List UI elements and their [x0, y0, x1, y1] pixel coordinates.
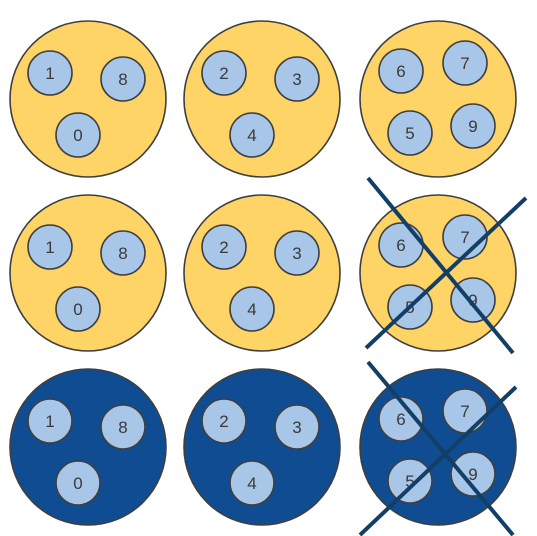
item-circle — [274, 404, 320, 450]
cross-line — [358, 385, 518, 536]
item-number: 9 — [468, 291, 477, 310]
group-r3-c3: 6 7 5 9 — [358, 360, 518, 536]
item-number: 1 — [45, 238, 54, 257]
item-circle — [100, 56, 146, 102]
item-circle — [27, 50, 73, 96]
group-r2-c2: 2 3 4 — [183, 194, 341, 352]
item-circle — [201, 224, 247, 270]
item-circle — [387, 110, 433, 156]
item-number: 6 — [396, 236, 405, 255]
item-number: 9 — [468, 465, 477, 484]
item-number: 4 — [247, 474, 256, 493]
item-number: 6 — [396, 410, 405, 429]
item-number: 0 — [73, 300, 82, 319]
item-circle — [274, 230, 320, 276]
item-circle — [442, 40, 488, 86]
item-number: 4 — [247, 300, 256, 319]
item-circle — [229, 460, 275, 506]
item-number: 8 — [118, 70, 127, 89]
item-number: 4 — [247, 126, 256, 145]
item-circle — [27, 224, 73, 270]
item-circle — [450, 451, 496, 497]
item-number: 8 — [118, 418, 127, 437]
item-circle — [55, 460, 101, 506]
item-number: 0 — [73, 126, 82, 145]
item-number: 5 — [405, 472, 414, 491]
item-circle — [378, 396, 424, 442]
item-circle — [378, 48, 424, 94]
item-number: 8 — [118, 244, 127, 263]
item-number: 0 — [73, 474, 82, 493]
item-circle — [201, 398, 247, 444]
item-number: 7 — [460, 54, 469, 73]
item-number: 2 — [219, 238, 228, 257]
cross-line — [366, 360, 515, 536]
item-number: 2 — [219, 412, 228, 431]
item-circle — [229, 112, 275, 158]
cross-line — [366, 176, 515, 355]
item-circle — [229, 286, 275, 332]
item-number: 3 — [292, 70, 301, 89]
item-number: 6 — [396, 62, 405, 81]
item-circle — [55, 112, 101, 158]
item-circle — [55, 286, 101, 332]
item-circle — [387, 458, 433, 504]
item-number: 9 — [468, 117, 477, 136]
item-circle — [100, 404, 146, 450]
item-circle — [100, 230, 146, 276]
item-number: 7 — [460, 402, 469, 421]
group-r1-c3: 6 7 5 9 — [359, 20, 517, 178]
item-number: 2 — [219, 64, 228, 83]
item-circle — [27, 398, 73, 444]
item-circle — [201, 50, 247, 96]
cross-line — [364, 196, 528, 350]
item-number: 1 — [45, 412, 54, 431]
group-r1-c1: 1 8 0 — [9, 20, 167, 178]
item-number: 1 — [45, 64, 54, 83]
item-number: 5 — [405, 124, 414, 143]
group-r1-c2: 2 3 4 — [183, 20, 341, 178]
item-number: 7 — [460, 228, 469, 247]
group-r3-c1: 1 8 0 — [9, 368, 167, 526]
item-number: 3 — [292, 418, 301, 437]
group-r3-c2: 2 3 4 — [183, 368, 341, 526]
item-circle — [450, 103, 496, 149]
item-circle — [274, 56, 320, 102]
group-r2-c1: 1 8 0 — [9, 194, 167, 352]
item-number: 3 — [292, 244, 301, 263]
group-circle — [359, 20, 517, 178]
